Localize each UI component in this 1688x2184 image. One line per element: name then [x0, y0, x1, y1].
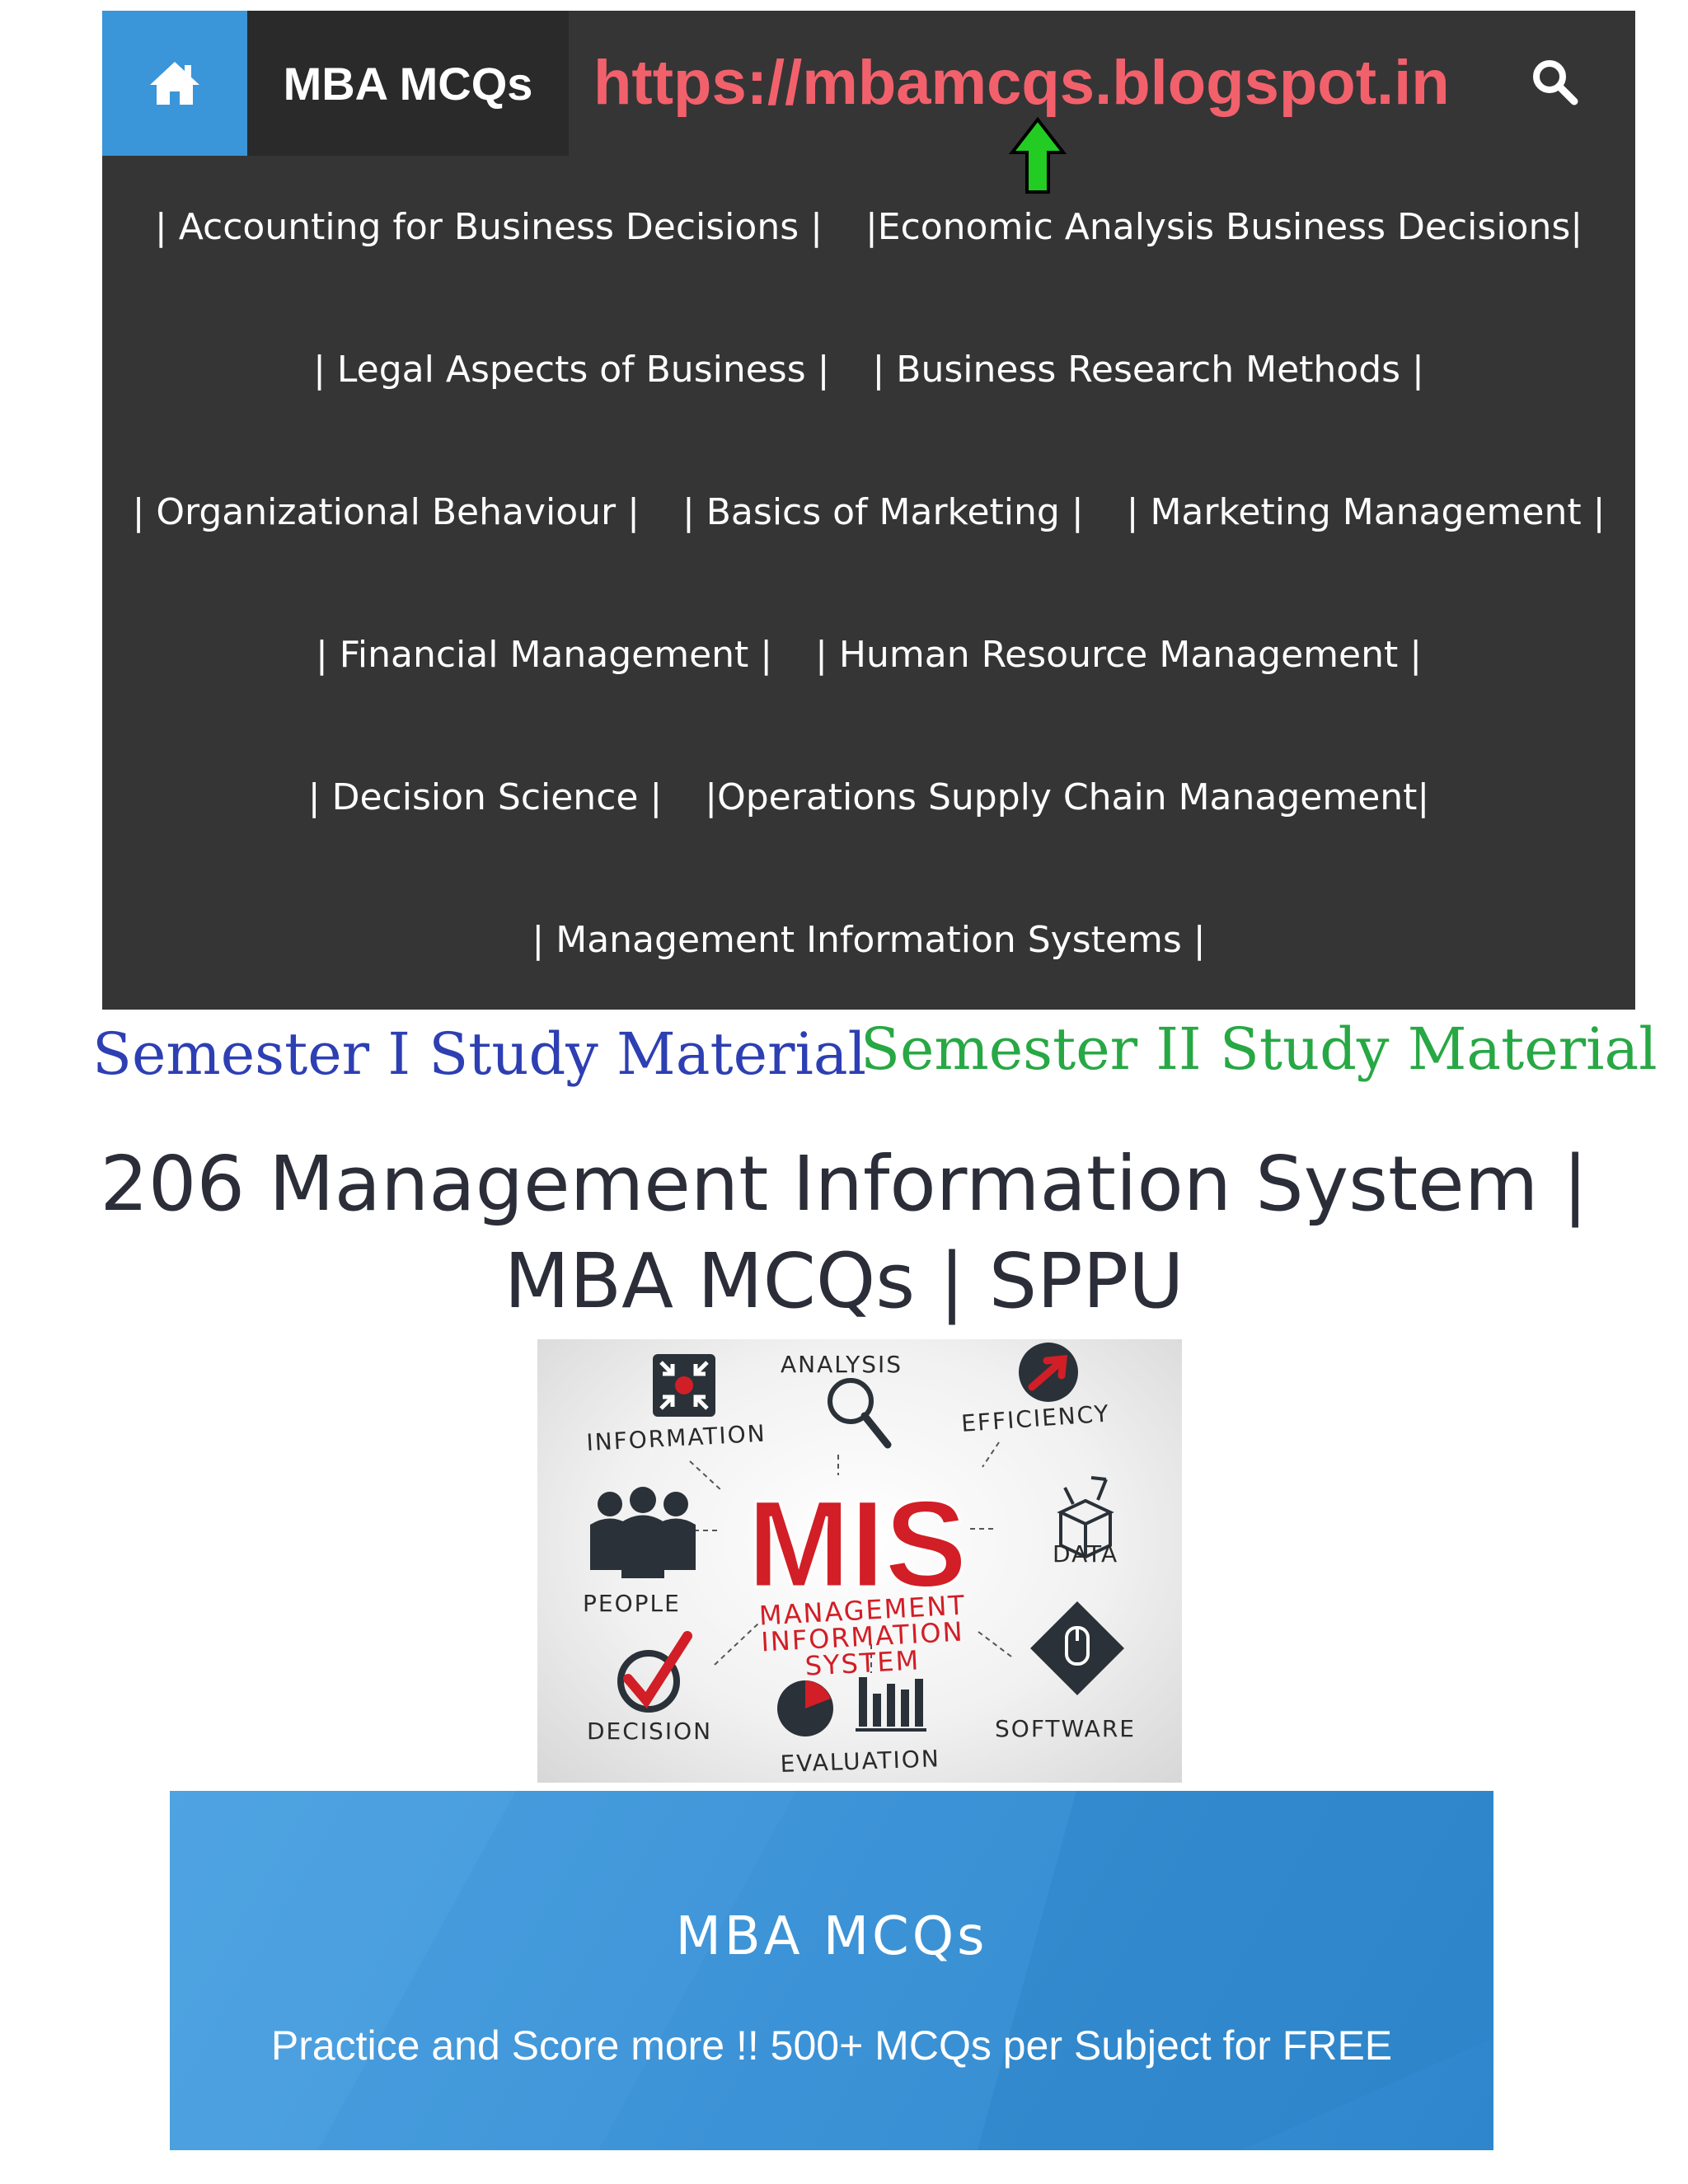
menu-row: | Financial Management | | Human Resourc… [102, 613, 1635, 696]
evaluation-label: EVALUATION [780, 1745, 940, 1778]
menu-item-accounting[interactable]: | Accounting for Business Decisions | [154, 205, 823, 248]
mis-line-3: SYSTEM [804, 1644, 921, 1681]
checkmark-icon [617, 1631, 692, 1713]
software-icon [1030, 1601, 1124, 1695]
connector-lines [689, 1441, 1012, 1673]
menu-item-marketing-management[interactable]: | Marketing Management | [1126, 490, 1606, 533]
menu-item-operations-supply-chain[interactable]: |Operations Supply Chain Management| [705, 776, 1430, 818]
people-icon [590, 1487, 696, 1578]
people-label: PEOPLE [583, 1590, 681, 1617]
site-navbar: MBA MCQs https://mbamcqs.blogspot.in | A… [102, 11, 1635, 1010]
semester-links: Semester I Study Material Semester II St… [92, 1012, 1658, 1103]
post-title-line-1: 206 Management Information System | [100, 1140, 1588, 1228]
brand-label: MBA MCQs [283, 57, 533, 110]
info-label: INFORMATION [586, 1420, 767, 1456]
mis-infographic: INFORMATION ANALYSIS EFFICIENCY PEOPLE M… [537, 1339, 1182, 1783]
search-button[interactable] [1530, 57, 1579, 110]
menu-row: | Management Information Systems | [102, 898, 1635, 981]
menu-row: | Accounting for Business Decisions | |E… [102, 185, 1635, 268]
promo-banner[interactable]: MBA MCQs Practice and Score more !! 500+… [170, 1791, 1493, 2150]
efficiency-icon [1019, 1343, 1078, 1402]
home-button[interactable] [102, 11, 247, 156]
menu-item-legal-aspects[interactable]: | Legal Aspects of Business | [313, 348, 830, 391]
software-label: SOFTWARE [995, 1715, 1136, 1742]
menu-item-basics-of-marketing[interactable]: | Basics of Marketing | [682, 490, 1084, 533]
menu-item-human-resource-management[interactable]: | Human Resource Management | [815, 633, 1423, 676]
menu-item-research-methods[interactable]: | Business Research Methods | [872, 348, 1424, 391]
semester-1-link[interactable]: Semester I Study Material [92, 1020, 866, 1088]
menu-item-mis[interactable]: | Management Information Systems | [532, 918, 1206, 961]
box-icon [1057, 1476, 1114, 1559]
search-icon [1533, 60, 1578, 105]
magnifier-icon [828, 1378, 892, 1449]
menu-item-economic-analysis[interactable]: |Economic Analysis Business Decisions| [865, 205, 1583, 248]
banner-background-shapes [170, 1791, 1493, 2150]
menu-row: | Organizational Behaviour | | Basics of… [102, 471, 1635, 553]
menu-item-organizational-behaviour[interactable]: | Organizational Behaviour | [132, 490, 640, 533]
menu-row: | Decision Science | |Operations Supply … [102, 756, 1635, 838]
pie-chart-icon [777, 1680, 833, 1736]
post-title-line-2: MBA MCQs | SPPU [504, 1237, 1184, 1325]
data-label: DATA [1053, 1540, 1118, 1568]
banner-title: MBA MCQs [675, 1906, 988, 1967]
information-icon [653, 1354, 715, 1417]
menu-row: | Legal Aspects of Business | | Business… [102, 328, 1635, 410]
decision-label: DECISION [587, 1718, 712, 1745]
menu-item-decision-science[interactable]: | Decision Science | [307, 776, 663, 818]
semester-2-link[interactable]: Semester II Study Material [860, 1015, 1658, 1083]
up-arrow-icon [1009, 116, 1067, 194]
menu-item-financial-management[interactable]: | Financial Management | [315, 633, 773, 676]
home-icon [150, 62, 199, 105]
banner-subtitle: Practice and Score more !! 500+ MCQs per… [270, 2022, 1393, 2069]
efficiency-label: EFFICIENCY [960, 1399, 1111, 1437]
post-title: 206 Management Information System | MBA … [86, 1136, 1602, 1330]
brand-link[interactable]: MBA MCQs [247, 11, 569, 156]
mis-big-text: MIS [748, 1474, 968, 1613]
bar-chart-icon [856, 1677, 926, 1732]
site-url-text: https://mbamcqs.blogspot.in [593, 48, 1450, 118]
analysis-label: ANALYSIS [781, 1351, 903, 1378]
